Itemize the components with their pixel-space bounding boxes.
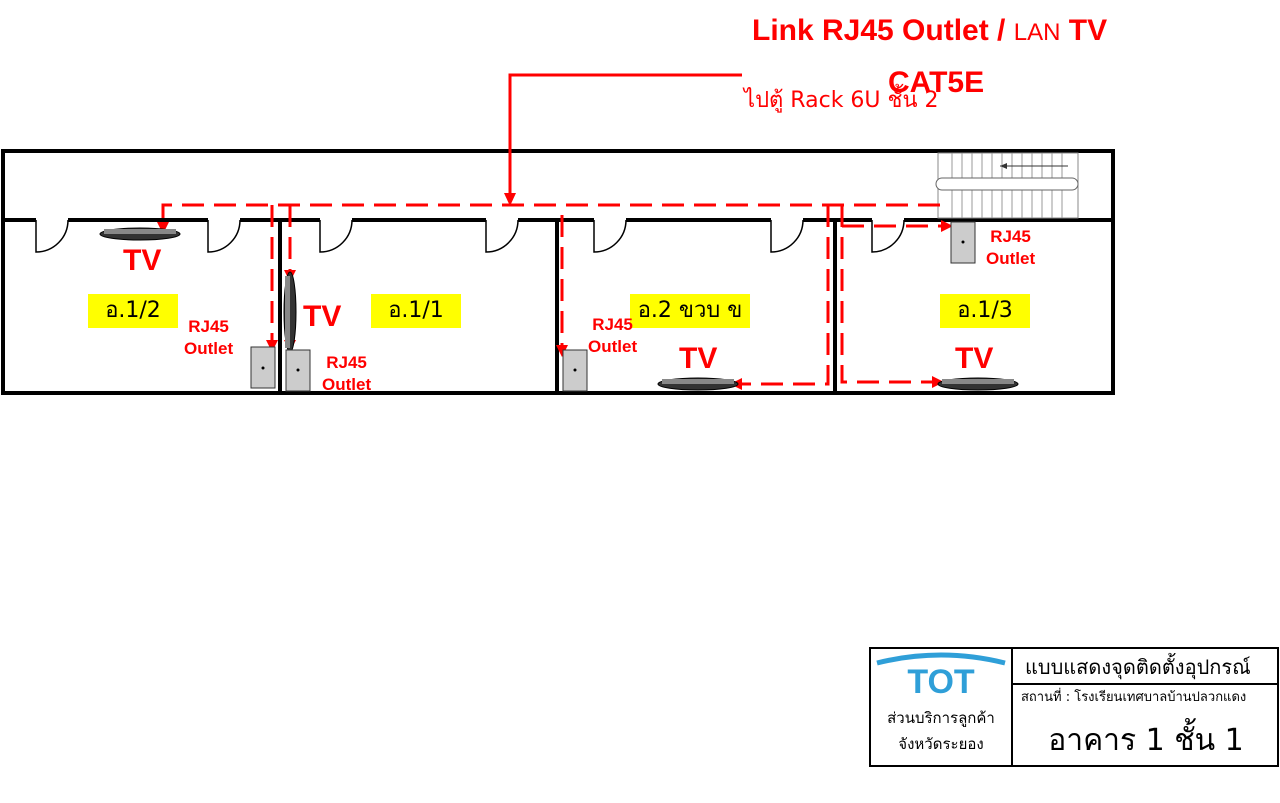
rack-note: ไปตู้ Rack 6U ชั้น 2 xyxy=(744,88,939,113)
tv-icon xyxy=(99,227,181,241)
tv-icon xyxy=(937,377,1019,391)
logo-text: TOT xyxy=(907,663,975,701)
staircase-icon xyxy=(935,152,1079,219)
rj45-outlet-icon xyxy=(285,349,311,392)
tv-label: TV xyxy=(955,342,994,375)
tv-label: TV xyxy=(303,300,342,333)
cable-route-room-1-3-tv xyxy=(840,205,932,384)
title-part-1: Link RJ45 Outlet / xyxy=(752,14,1014,47)
tv-icon xyxy=(657,377,739,391)
tv-icon xyxy=(283,271,297,353)
org-line-1: ส่วนบริการลูกค้า xyxy=(887,709,995,727)
room-label-1-1: อ.1/1 xyxy=(371,294,461,328)
title-lan: LAN xyxy=(1013,19,1061,46)
cable-type-label: CAT5E xyxy=(888,66,985,99)
outlet-label-line1: RJ45 xyxy=(990,227,1031,246)
rj45-outlet-icon xyxy=(250,346,276,389)
cable-route-room-2-tv xyxy=(742,205,830,386)
tv-label: TV xyxy=(679,342,718,375)
title-part-2: TV xyxy=(1060,14,1108,47)
tot-logo: TOT xyxy=(876,652,1006,701)
diagram-title: Link RJ45 Outlet / LAN TV xyxy=(752,14,1107,48)
room-label-1-2: อ.1/2 xyxy=(88,294,178,328)
outlet-label-line1: RJ45 xyxy=(326,353,367,372)
outlet-label-line2: Outlet xyxy=(986,249,1036,268)
title-block: TOT ส่วนบริการลูกค้า จังหวัดระยอง แบบแสด… xyxy=(869,647,1279,767)
outlet-label-line1: RJ45 xyxy=(592,315,633,334)
rj45-outlet-icon xyxy=(950,221,976,264)
outlet-label-line2: Outlet xyxy=(322,375,372,394)
location-text: สถานที่ : โรงเรียนเทศบาลบ้านปลวกแดง xyxy=(1021,690,1247,705)
org-line-2: จังหวัดระยอง xyxy=(898,735,984,753)
outlet-label-line2: Outlet xyxy=(588,337,638,356)
room-label-1-3: อ.1/3 xyxy=(940,294,1030,328)
room-label-2: อ.2 ขวบ ข xyxy=(630,294,750,328)
building-floor: อาคาร 1 ชั้น 1 xyxy=(1048,723,1244,758)
drawing-title: แบบแสดงจุดติดตั้งอุปกรณ์ xyxy=(1013,649,1279,685)
organization: ส่วนบริการลูกค้า จังหวัดระยอง xyxy=(871,705,1011,757)
cable-feed-from-rack xyxy=(508,73,742,197)
rj45-outlet-icon xyxy=(562,349,588,392)
cable-route-main-corridor xyxy=(161,203,940,226)
tv-label: TV xyxy=(123,244,162,277)
logo-cell: TOT ส่วนบริการลูกค้า จังหวัดระยอง xyxy=(871,649,1013,765)
outlet-label-line2: Outlet xyxy=(184,339,234,358)
doors xyxy=(35,216,905,253)
outlet-label-line1: RJ45 xyxy=(188,317,229,336)
